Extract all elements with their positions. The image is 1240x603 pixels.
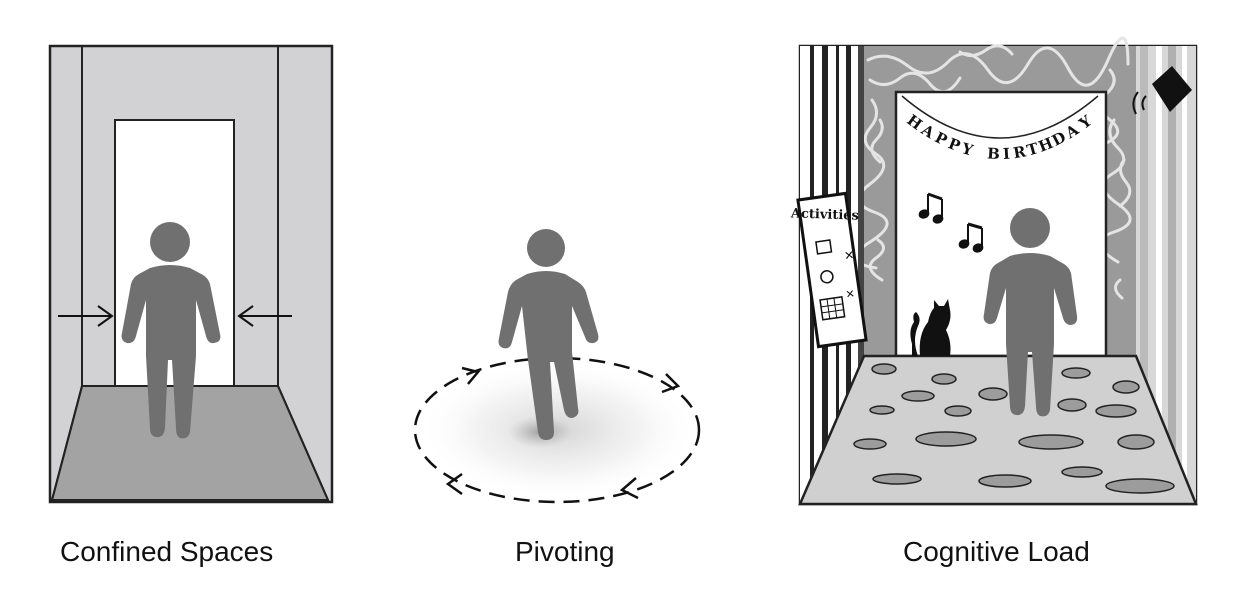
banner-letter: H	[1036, 134, 1056, 156]
person-figure	[121, 222, 221, 439]
banner-letter: R	[1012, 142, 1028, 162]
pivot-path	[413, 356, 701, 504]
banner-letter: Y	[959, 139, 975, 160]
arrow-head-icon	[445, 472, 463, 496]
floor-spots	[853, 363, 1175, 494]
pivoting-illustration	[413, 229, 701, 504]
banner-letter: I	[1002, 145, 1010, 163]
caption-cognitive-load: Cognitive Load	[903, 536, 1090, 567]
arrow-left-icon	[237, 305, 292, 327]
music-note-icon	[918, 192, 944, 224]
person-figure	[498, 229, 599, 440]
music-note-icon	[958, 222, 984, 253]
banner-string	[901, 95, 1099, 139]
cat-icon	[910, 299, 951, 356]
confined-spaces-illustration	[48, 44, 334, 504]
svg-text:✕: ✕	[843, 248, 855, 263]
arrow-head-icon	[661, 373, 681, 394]
svg-text:✕: ✕	[845, 287, 856, 301]
banner-letter: B	[987, 144, 1001, 163]
person-figure	[983, 208, 1078, 417]
caption-confined-spaces: Confined Spaces	[60, 536, 274, 567]
arrow-head-icon	[619, 477, 639, 500]
poster-title: Activities	[790, 206, 859, 223]
arrow-right-icon	[58, 305, 114, 327]
arrow-head-icon	[461, 366, 481, 385]
caption-pivoting: Pivoting	[515, 536, 615, 567]
activities-poster: Activities ✕ ✕	[790, 191, 868, 349]
speaker-icon	[1132, 66, 1192, 115]
